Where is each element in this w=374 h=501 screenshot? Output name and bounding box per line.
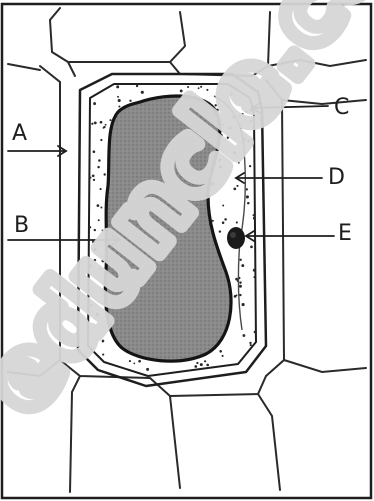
cytoplasm-granule <box>239 294 241 296</box>
cytoplasm-granule <box>196 362 198 364</box>
cytoplasm-granule <box>249 342 251 344</box>
cytoplasm-granule <box>105 124 107 126</box>
cytoplasm-granule <box>146 368 149 371</box>
cytoplasm-granule <box>239 281 241 283</box>
cytoplasm-granule <box>92 174 95 177</box>
cytoplasm-granule <box>98 159 101 162</box>
cytoplasm-granule <box>204 360 206 362</box>
cytoplasm-granule <box>91 123 93 125</box>
cytoplasm-granule <box>253 269 256 272</box>
cytoplasm-granule <box>194 365 197 368</box>
label-a: A <box>12 121 27 146</box>
cytoplasm-granule <box>222 355 224 357</box>
cytoplasm-granule <box>219 350 222 353</box>
cytoplasm-granule <box>104 173 106 175</box>
cytoplasm-granule <box>219 230 221 232</box>
cytoplasm-granule <box>117 96 119 98</box>
cytoplasm-granule <box>253 214 255 216</box>
label-d: D <box>328 165 345 190</box>
cytoplasm-granule <box>241 264 244 267</box>
cytoplasm-granule <box>247 202 250 205</box>
cytoplasm-granule <box>236 221 238 223</box>
watermark: eduncle.com <box>0 0 374 434</box>
cytoplasm-granule <box>250 344 252 346</box>
cytoplasm-granule <box>239 285 242 288</box>
cytoplasm-granule <box>93 102 96 105</box>
label-e: E <box>338 221 352 246</box>
nucleolus-highlight <box>230 232 236 238</box>
cytoplasm-granule <box>100 121 103 124</box>
cytoplasm-granule <box>89 176 91 178</box>
nucleus <box>227 227 245 249</box>
cytoplasm-granule <box>253 217 256 220</box>
cytoplasm-granule <box>254 331 257 334</box>
cytoplasm-granule <box>133 363 135 365</box>
cytoplasm-granule <box>100 139 102 141</box>
cytoplasm-granule <box>222 221 225 224</box>
cytoplasm-granule <box>141 91 144 94</box>
cytoplasm-granule <box>235 278 238 281</box>
label-b: B <box>14 213 29 238</box>
cytoplasm-granule <box>246 195 249 198</box>
cytoplasm-granule <box>103 127 105 129</box>
cytoplasm-granule <box>97 166 99 168</box>
label-c: C <box>334 95 349 120</box>
cytoplasm-granule <box>94 121 97 124</box>
cytoplasm-granule <box>206 364 209 367</box>
cytoplasm-granule <box>129 360 131 362</box>
cytoplasm-granule <box>118 99 121 102</box>
cytoplasm-granule <box>200 363 203 366</box>
cytoplasm-granule <box>240 259 242 261</box>
cytoplasm-granule <box>234 295 237 298</box>
cytoplasm-granule <box>136 85 138 87</box>
cytoplasm-granule <box>116 85 119 88</box>
cytoplasm-granule <box>242 303 245 306</box>
cytoplasm-granule <box>93 179 95 181</box>
cytoplasm-granule <box>93 150 96 153</box>
cytoplasm-granule <box>118 105 120 107</box>
cytoplasm-granule <box>129 100 131 102</box>
cytoplasm-granule <box>253 276 255 278</box>
cytoplasm-granule <box>250 246 253 249</box>
cytoplasm-granule <box>109 119 111 121</box>
cytoplasm-granule <box>224 218 227 221</box>
cytoplasm-granule <box>138 360 141 363</box>
cytoplasm-granule <box>242 334 245 337</box>
